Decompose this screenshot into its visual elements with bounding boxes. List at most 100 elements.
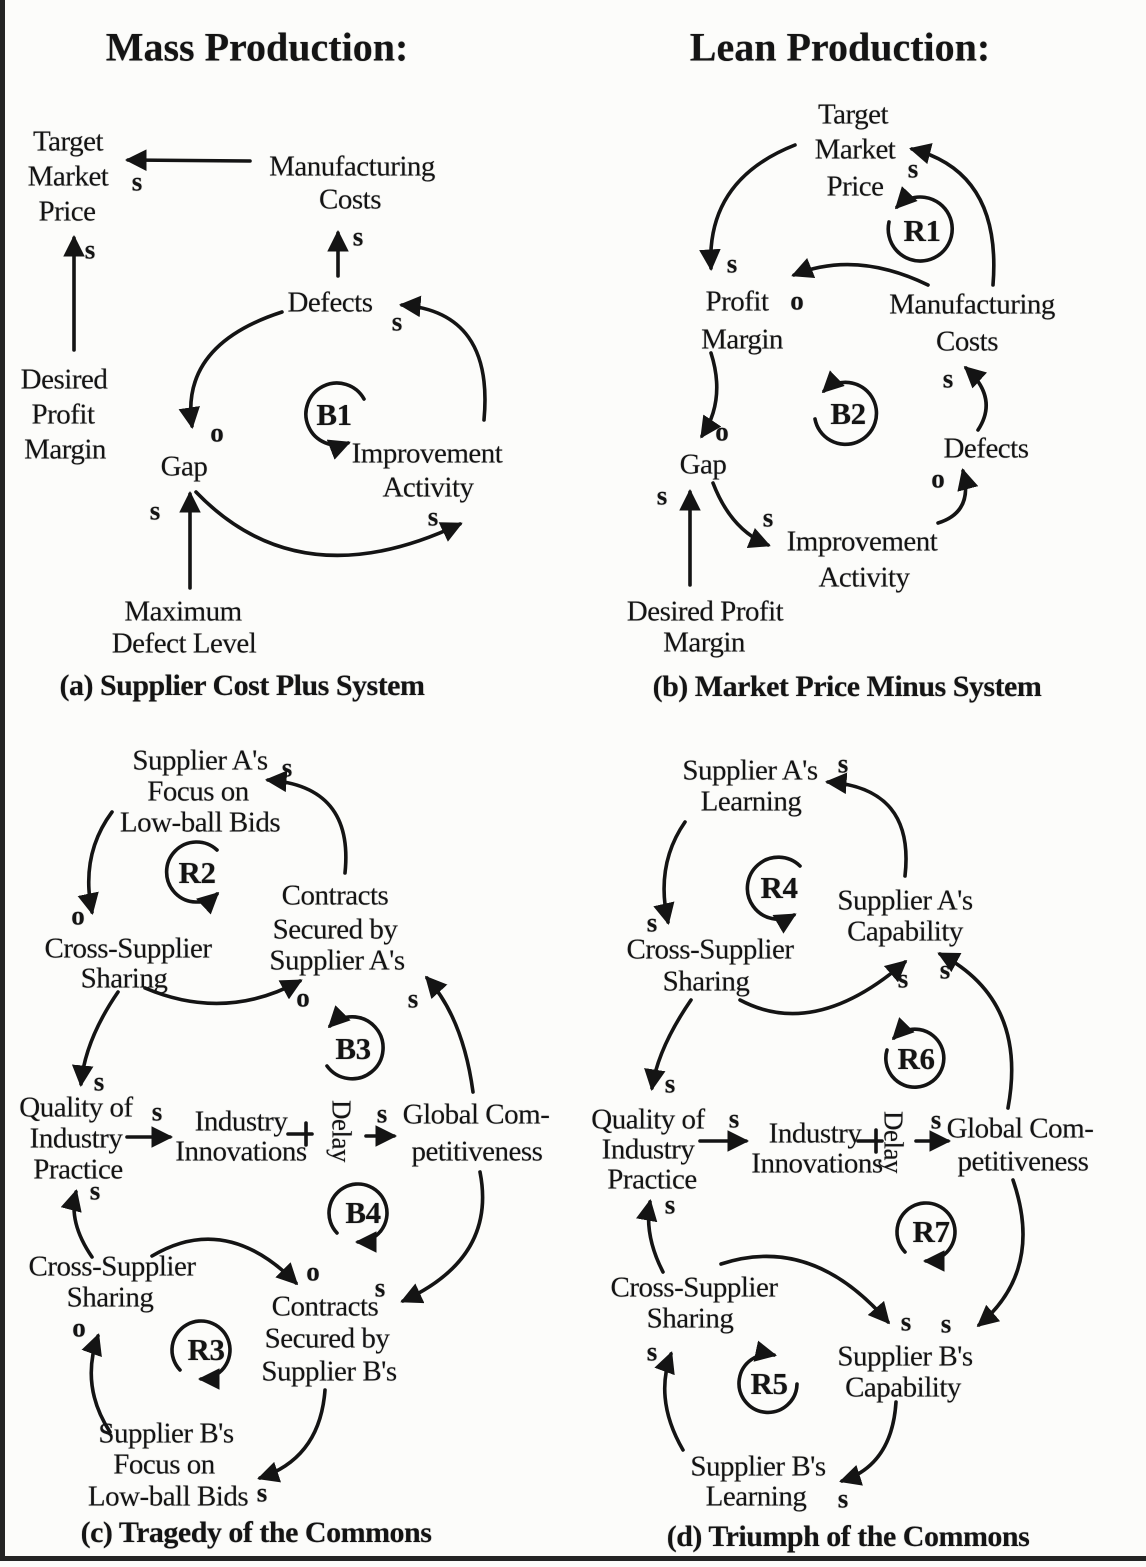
arrow-b-target-to-profit [699,143,797,272]
node-cross-supplier-sharing-d2: Cross-Supplier [610,1271,779,1304]
caption-diagram-d: (d) Triumph of the Commons [666,1520,1030,1553]
polarity-mark: s [728,1103,740,1134]
heading-lean-production: Lean Production: [689,24,991,70]
loop-label-r7: R7 [912,1214,950,1249]
polarity-mark: s [907,153,919,184]
arrow-a-improvement-to-defects [398,295,487,422]
arrow-c-focusA-to-sharing [77,810,114,915]
polarity-mark: o [790,285,804,316]
node-manufacturing-costs: Costs [319,183,381,216]
node-supplier-b-learning: Learning [705,1480,807,1513]
loop-r5-arc [737,1340,799,1415]
page-border-left [0,0,5,1560]
delay-label-d: Delay [878,1111,909,1173]
caption-diagram-b: (b) Market Price Minus System [652,670,1042,703]
node-supplier-a-focus: Focus on [147,775,249,808]
node-supplier-a-capability: Capability [847,915,963,948]
arrow-c-focusB-to-sharing2 [81,1333,112,1434]
node-supplier-a-learning: Learning [700,785,802,818]
node-global-competitiveness-c: Global Com- [402,1098,550,1131]
node-improvement-activity: Improvement [351,437,503,470]
loop-label-b1: B1 [316,397,352,432]
loop-b1-arc [304,381,366,460]
node-supplier-a-learning: Supplier A's [682,754,818,787]
arrow-c-contractsA-to-focusA [264,770,348,875]
polarity-mark: s [900,1306,912,1337]
node-cross-supplier-sharing-d2: Sharing [646,1302,734,1335]
polarity-mark: s [374,1272,386,1303]
node-supplier-b-capability: Capability [845,1371,961,1404]
diagram-b-arrows [679,143,996,587]
node-cross-supplier-sharing-d1: Cross-Supplier [626,933,795,966]
diagram-d-arrows [636,772,1025,1486]
arrow-d-global-to-capabilityA [937,952,1014,1110]
node-manufacturing-costs: Manufacturing [269,150,435,183]
arrow-d-capabilityA-to-learningA [824,772,908,878]
arrow-d-capabilityB-to-learningB [839,1400,898,1486]
loop-label-b4: B4 [345,1195,381,1230]
arrow-a-gap-to-improvement [194,490,463,558]
node-quality-industry-practice-d: Quality of [591,1103,705,1136]
node-cross-supplier-sharing-c1: Sharing [80,962,168,995]
node-contracts-supplier-b: Contracts [271,1290,379,1323]
arrow-c-sharing-to-contractsA [143,979,303,1006]
polarity-mark: s [84,234,96,265]
diagram-c-arrows [60,770,485,1483]
node-desired-profit-margin: Profit [31,398,95,431]
loop-b2-arc [813,370,879,447]
node-supplier-b-focus: Focus on [113,1448,215,1481]
arrow-a-defects-to-gap [178,310,284,429]
loop-r1-arc [886,186,954,263]
polarity-mark: s [930,1104,942,1135]
node-manufacturing-costs-b: Manufacturing [889,288,1055,321]
polarity-mark: o [306,1256,320,1287]
node-contracts-supplier-b: Supplier B's [261,1355,397,1388]
loop-label-r3: R3 [187,1332,225,1367]
polarity-mark: s [940,1308,952,1339]
node-global-competitiveness-d: Global Com- [946,1112,1094,1145]
arrow-c-global-to-contractsB [400,1170,485,1304]
polarity-mark: s [93,1066,105,1097]
polarity-mark: s [942,363,954,394]
node-industry-innovations-d: Innovations [751,1147,883,1180]
loop-r2-arc [164,840,220,915]
arrow-d-learningB-to-sharing2 [654,1351,685,1452]
node-target-market-price: Target [32,125,104,158]
node-target-market-price-b: Target [817,98,889,131]
node-supplier-b-learning: Supplier B's [690,1450,826,1483]
node-supplier-a-focus: Supplier A's [132,744,268,777]
node-defects: Defects [287,286,373,319]
arrow-c-sharing-to-quality [71,990,120,1088]
diagram-a-arrows [63,149,487,590]
polarity-mark: s [352,221,364,252]
node-quality-industry-practice-c: Practice [33,1153,123,1186]
node-desired-profit-margin-b: Margin [663,626,745,659]
node-profit-margin-b: Profit [705,285,769,318]
heading-mass-production: Mass Production: [105,24,409,70]
node-gap-b: Gap [679,448,727,481]
arrow-d-sharing-to-quality [644,998,693,1091]
node-improvement-activity-b: Activity [818,561,910,594]
node-improvement-activity-b: Improvement [786,525,938,558]
node-contracts-supplier-a: Supplier A's [269,944,405,977]
node-profit-margin-b: Margin [701,323,783,356]
node-gap: Gap [160,450,208,483]
arrow-b-mfg-to-profit [791,258,930,287]
node-defects-b: Defects [943,432,1029,465]
node-contracts-supplier-b: Secured by [264,1322,390,1355]
node-supplier-a-capability: Supplier A's [837,884,973,917]
node-cross-supplier-sharing-c2: Sharing [66,1281,154,1314]
node-desired-profit-margin-b: Desired Profit [626,595,784,628]
node-global-competitiveness-d: petitiveness [957,1145,1089,1178]
node-global-competitiveness-c: petitiveness [411,1135,543,1168]
node-supplier-b-focus: Supplier B's [98,1417,234,1450]
node-maximum-defect-level: Defect Level [111,627,257,660]
node-supplier-b-focus: Low-ball Bids [87,1480,249,1513]
node-manufacturing-costs-b: Costs [936,325,998,358]
node-cross-supplier-sharing-d1: Sharing [662,965,750,998]
polarity-mark: s [837,748,849,779]
polarity-mark: s [656,480,668,511]
loop-r7-arc [895,1201,957,1272]
loop-label-r2: R2 [178,855,216,890]
